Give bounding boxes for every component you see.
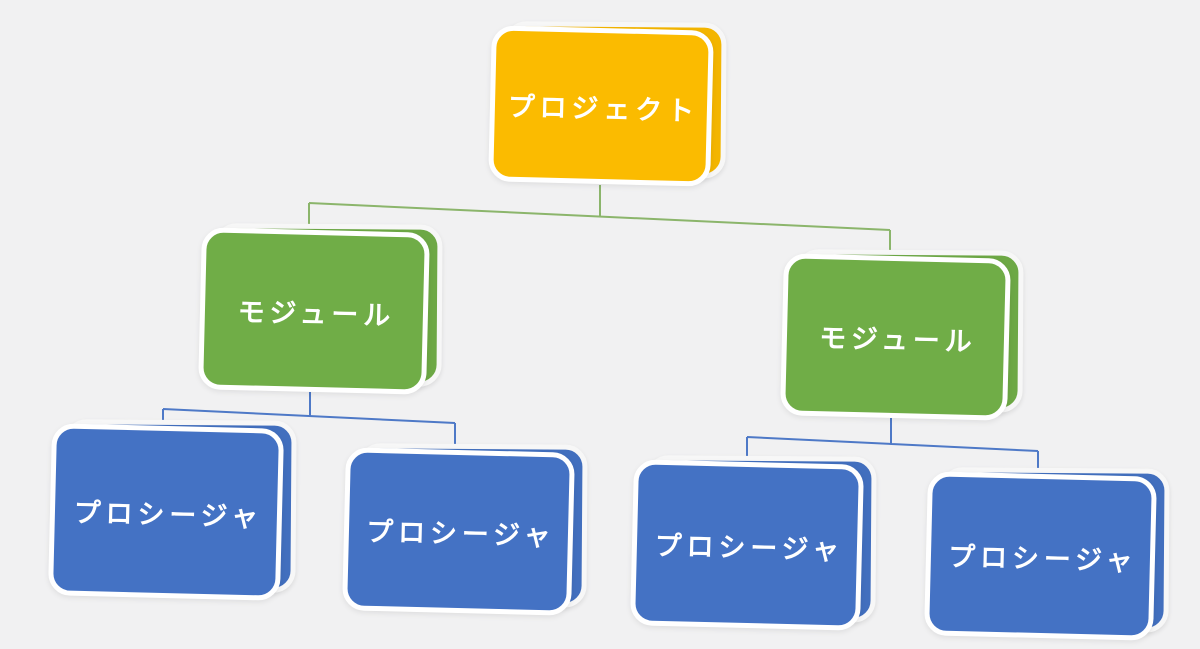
node-procedure-4-label: プロシージャ	[947, 541, 1138, 576]
node-procedure-2-label: プロシージャ	[365, 516, 556, 552]
node-project-label: プロジェクト	[507, 91, 700, 126]
node-procedure-4: プロシージャ	[924, 467, 1170, 641]
node-module-1-label: モジュール	[237, 296, 396, 331]
node-procedure-1: プロシージャ	[47, 419, 297, 601]
node-procedure-3: プロシージャ	[630, 455, 877, 631]
node-project-card: プロジェクト	[488, 25, 714, 187]
node-procedure-2-card: プロシージャ	[342, 447, 575, 616]
node-procedure-3-card: プロシージャ	[630, 459, 864, 631]
node-module-2: モジュール	[780, 249, 1024, 421]
node-procedure-1-card: プロシージャ	[47, 423, 285, 601]
node-procedure-3-label: プロシージャ	[654, 530, 845, 565]
connector-module2-procedures	[746, 418, 1039, 480]
connector-module1-procedures	[162, 392, 456, 454]
node-module-2-label: モジュール	[818, 322, 977, 357]
node-module-2-card: モジュール	[780, 253, 1011, 421]
node-procedure-1-label: プロシージャ	[73, 497, 264, 532]
node-module-1: モジュール	[198, 223, 443, 395]
node-procedure-4-card: プロシージャ	[924, 471, 1157, 641]
node-project: プロジェクト	[488, 21, 727, 187]
connector-project-modules	[308, 185, 891, 260]
node-module-1-card: モジュール	[198, 227, 430, 395]
node-procedure-2: プロシージャ	[342, 443, 588, 616]
